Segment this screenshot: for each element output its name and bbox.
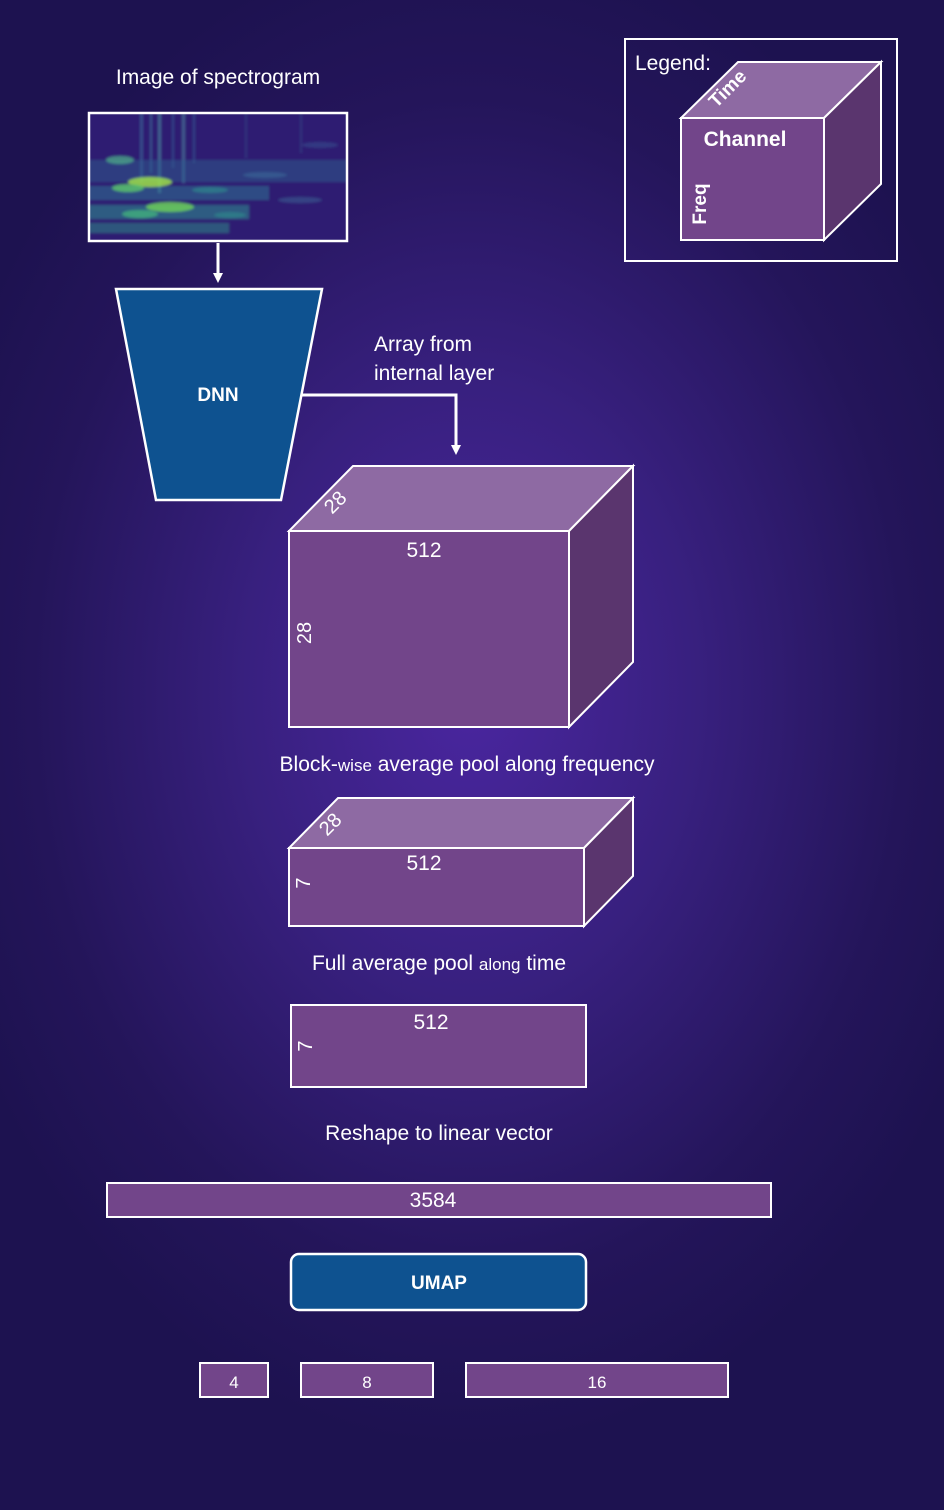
rect-3: 512 7 [290,1004,587,1088]
cube-1-height-label: 28 [294,622,316,644]
cube-2: 28 512 7 [286,795,636,929]
output-box-8 [300,1362,434,1398]
spectrogram-title: Image of spectrogram [116,66,320,89]
array-note-line2: internal layer [374,362,494,385]
umap-box [289,1252,588,1312]
rect-3-height-label: 7 [295,1040,317,1051]
output-label-8: 8 [362,1373,371,1392]
linear-vector [106,1182,772,1218]
output-box-4 [199,1362,269,1398]
step-3-label: Reshape to linear vector [325,1122,553,1145]
output-label-16: 16 [588,1373,607,1392]
arrow-dnn-to-array [301,393,461,455]
output-label-4: 4 [229,1373,238,1392]
step-1-label: Block-wise average pool along frequency [280,753,655,776]
cube-1: 28 512 28 [286,463,636,730]
legend-cube [678,59,884,243]
legend: Legend: Time Channel Freq [624,38,898,262]
linear-vector-label: 3584 [410,1189,457,1212]
output-dims: 4 8 16 [199,1362,729,1398]
dnn-label: DNN [197,385,238,406]
umap-label: UMAP [411,1273,467,1294]
array-note-line1: Array from [374,333,472,356]
rect-3-width-label: 512 [413,1011,448,1034]
cube-1-width-label: 512 [406,539,441,562]
cube-2-front-face [288,847,585,927]
legend-frame [624,38,898,262]
cube-2-width-label: 512 [406,852,441,875]
spectrogram-group: Image of spectrogram [87,66,349,283]
legend-freq-label: Freq [690,183,711,224]
cube-1-front-face [288,530,570,728]
rect-3-face [290,1004,587,1088]
dnn-trapezoid [114,287,324,502]
output-box-16 [465,1362,729,1398]
cube-2-height-label: 7 [293,877,315,888]
step-2-label: Full average pool along time [312,952,566,975]
dnn-block: DNN [114,287,324,502]
spectrogram-image [87,111,349,243]
legend-channel-label: Channel [704,128,787,151]
legend-title: Legend: [635,52,711,75]
